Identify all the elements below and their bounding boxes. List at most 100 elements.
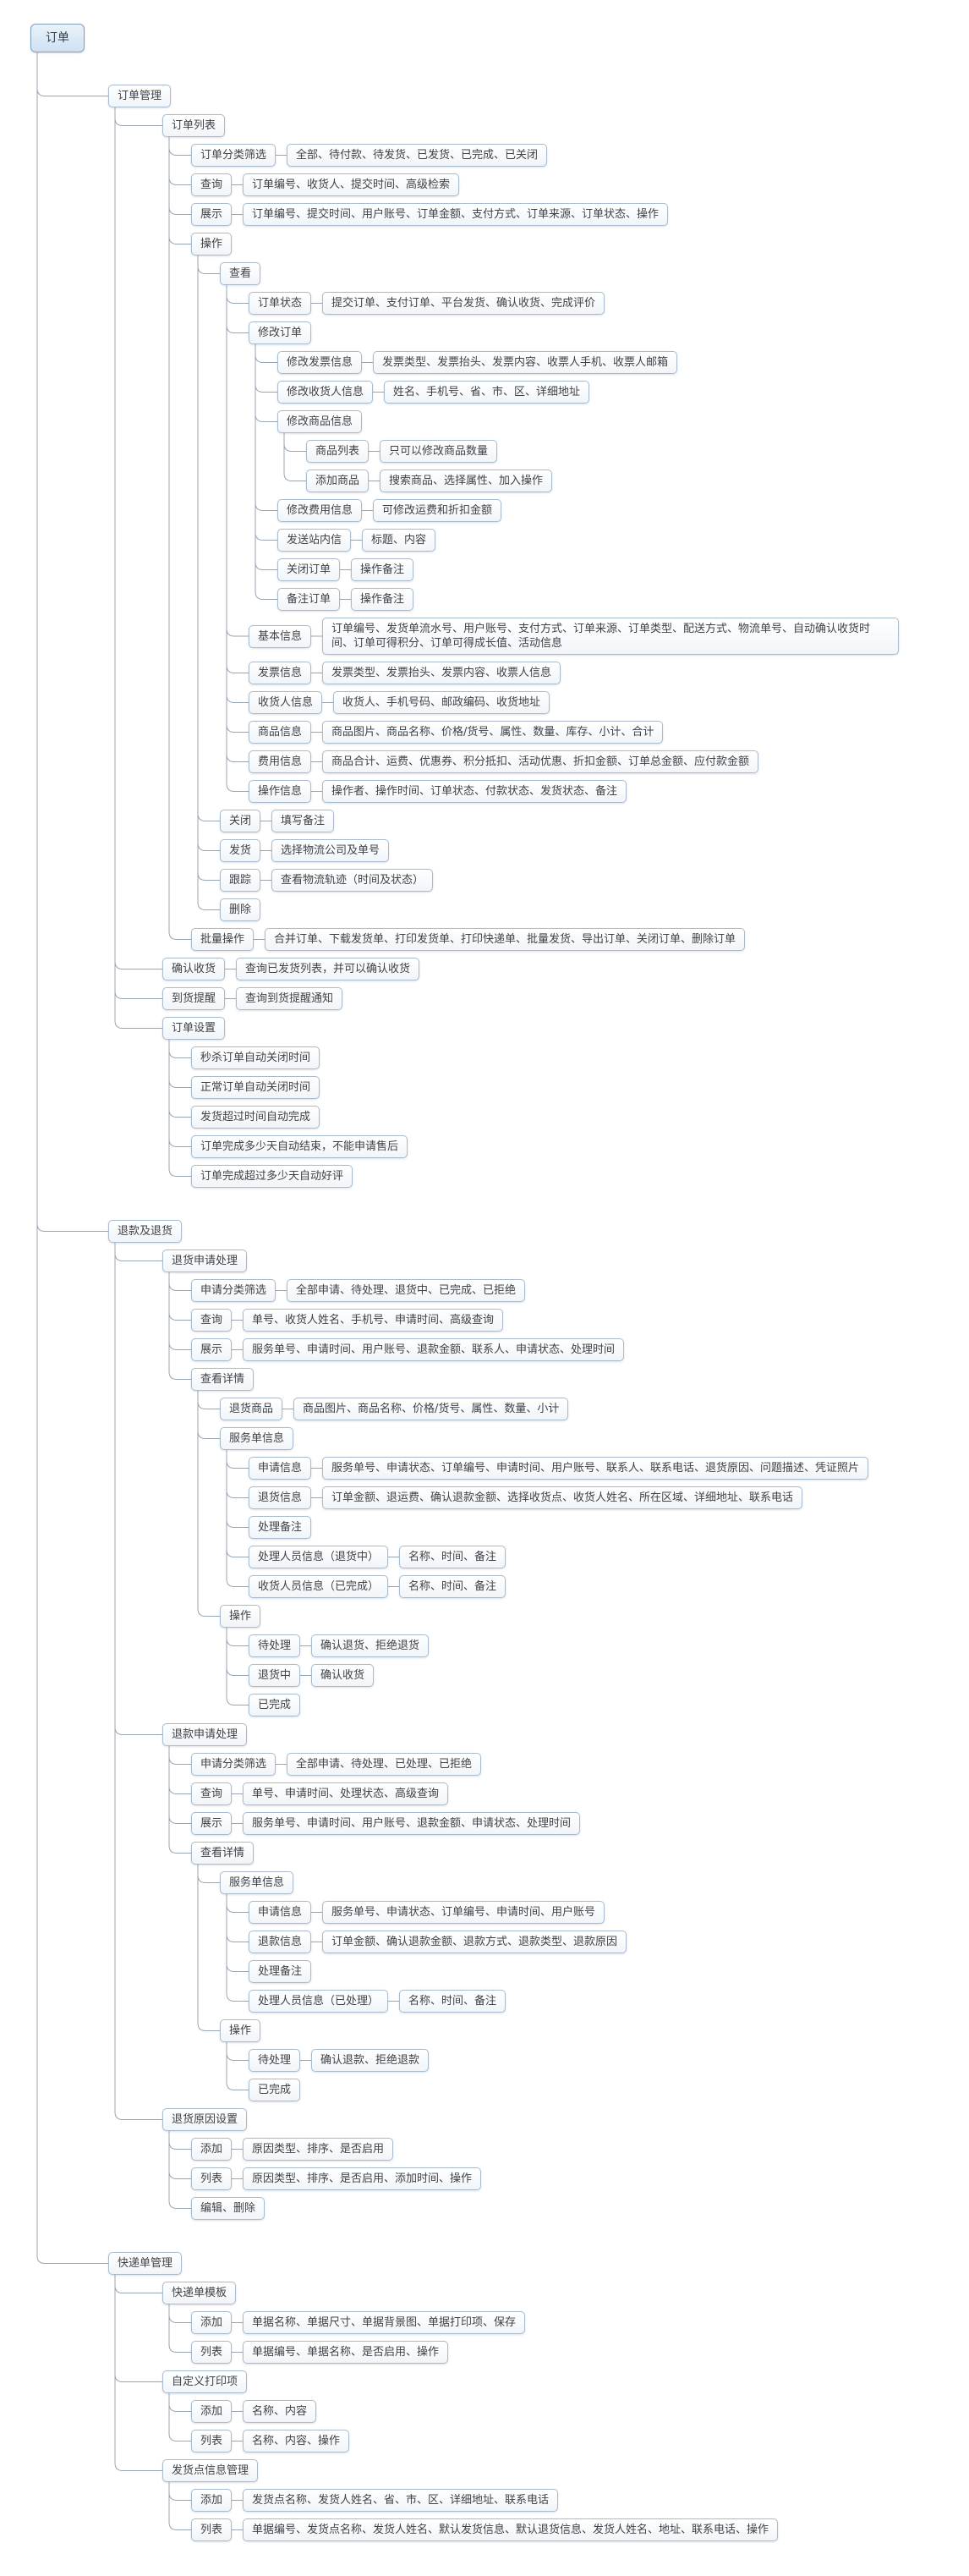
mindmap-topic-node[interactable]: 查看 <box>220 262 261 285</box>
mindmap-topic-node[interactable]: 操作 <box>220 1605 261 1628</box>
mindmap-topic-node[interactable]: 跟踪 <box>220 869 261 892</box>
mindmap-topic-node[interactable]: 待处理 <box>249 1634 301 1657</box>
mindmap-topic-node[interactable]: 费用信息 <box>249 750 312 773</box>
mindmap-topic-node[interactable]: 退款信息 <box>249 1931 312 1953</box>
mindmap-topic-node[interactable]: 退货信息 <box>249 1486 312 1509</box>
mindmap-detail-node[interactable]: 标题、内容 <box>362 529 436 552</box>
mindmap-detail-node[interactable]: 全部申请、待处理、退货中、已完成、已拒绝 <box>287 1279 526 1302</box>
mindmap-topic-node[interactable]: 服务单信息 <box>220 1427 294 1450</box>
mindmap-detail-node[interactable]: 已完成 <box>249 1694 301 1716</box>
mindmap-detail-node[interactable]: 发票类型、发票抬头、发票内容、收票人手机、收票人邮箱 <box>373 351 678 374</box>
mindmap-topic-node[interactable]: 操作 <box>191 233 233 255</box>
mindmap-topic-node[interactable]: 添加 <box>191 2400 233 2423</box>
mindmap-root-node[interactable]: 订单 <box>30 24 85 52</box>
mindmap-detail-node[interactable]: 商品图片、商品名称、价格/货号、属性、数量、库存、小计、合计 <box>322 721 664 744</box>
mindmap-detail-node[interactable]: 订单金额、退运费、确认退款金额、选择收货点、收货人姓名、所在区域、详细地址、联系… <box>322 1486 803 1509</box>
mindmap-topic-node[interactable]: 服务单信息 <box>220 1871 294 1894</box>
mindmap-topic-node[interactable]: 处理人员信息（退货中） <box>249 1546 389 1568</box>
mindmap-detail-node[interactable]: 查询到货提醒通知 <box>236 987 343 1010</box>
mindmap-topic-node[interactable]: 申请分类筛选 <box>191 1279 276 1302</box>
mindmap-topic-node[interactable]: 发货 <box>220 839 261 862</box>
mindmap-detail-node[interactable]: 发货超过时间自动完成 <box>191 1106 320 1129</box>
mindmap-detail-node[interactable]: 操作备注 <box>351 558 414 581</box>
mindmap-topic-node[interactable]: 展示 <box>191 203 233 226</box>
mindmap-detail-node[interactable]: 处理备注 <box>249 1960 312 1983</box>
mindmap-topic-node[interactable]: 操作信息 <box>249 780 312 803</box>
mindmap-topic-node[interactable]: 发票信息 <box>249 662 312 684</box>
mindmap-topic-node[interactable]: 退货中 <box>249 1664 301 1687</box>
mindmap-detail-node[interactable]: 名称、内容、操作 <box>243 2430 350 2452</box>
mindmap-topic-node[interactable]: 列表 <box>191 2518 233 2541</box>
mindmap-topic-node[interactable]: 关闭 <box>220 810 261 832</box>
mindmap-topic-node[interactable]: 列表 <box>191 2167 233 2190</box>
mindmap-topic-node[interactable]: 处理人员信息（已处理） <box>249 1990 389 2013</box>
mindmap-detail-node[interactable]: 合并订单、下载发货单、打印发货单、打印快递单、批量发货、导出订单、关闭订单、删除… <box>265 928 746 951</box>
mindmap-detail-node[interactable]: 发货点名称、发货人姓名、省、市、区、详细地址、联系电话 <box>243 2489 559 2512</box>
mindmap-detail-node[interactable]: 单号、申请时间、处理状态、高级查询 <box>243 1782 449 1805</box>
mindmap-detail-node[interactable]: 商品图片、商品名称、价格/货号、属性、数量、小计 <box>293 1398 569 1420</box>
mindmap-topic-node[interactable]: 修改发票信息 <box>277 351 363 374</box>
mindmap-detail-node[interactable]: 单号、收货人姓名、手机号、申请时间、高级查询 <box>243 1309 504 1332</box>
mindmap-detail-node[interactable]: 正常订单自动关闭时间 <box>191 1076 320 1099</box>
mindmap-detail-node[interactable]: 发票类型、发票抬头、发票内容、收票人信息 <box>322 662 561 684</box>
mindmap-detail-node[interactable]: 订单编号、收货人、提交时间、高级检索 <box>243 173 460 196</box>
mindmap-topic-node[interactable]: 商品信息 <box>249 721 312 744</box>
mindmap-topic-node[interactable]: 确认收货 <box>162 958 226 980</box>
mindmap-detail-node[interactable]: 单据编号、单据名称、是否启用、操作 <box>243 2341 449 2364</box>
mindmap-detail-node[interactable]: 服务单号、申请时间、用户账号、退款金额、联系人、申请状态、处理时间 <box>243 1338 625 1361</box>
mindmap-detail-node[interactable]: 订单金额、确认退款金额、退款方式、退款类型、退款原因 <box>322 1931 627 1953</box>
mindmap-detail-node[interactable]: 确认收货 <box>311 1664 375 1687</box>
mindmap-detail-node[interactable]: 服务单号、申请状态、订单编号、申请时间、用户账号 <box>322 1901 605 1924</box>
mindmap-topic-node[interactable]: 关闭订单 <box>277 558 341 581</box>
mindmap-topic-node[interactable]: 列表 <box>191 2341 233 2364</box>
mindmap-detail-node[interactable]: 提交订单、支付订单、平台发货、确认收货、完成评价 <box>322 292 605 315</box>
mindmap-topic-node[interactable]: 快递单模板 <box>162 2282 237 2304</box>
mindmap-topic-node[interactable]: 修改费用信息 <box>277 499 363 522</box>
mindmap-topic-node[interactable]: 展示 <box>191 1812 233 1835</box>
mindmap-detail-node[interactable]: 名称、时间、备注 <box>399 1990 506 2013</box>
mindmap-topic-node[interactable]: 添加 <box>191 2311 233 2334</box>
mindmap-detail-node[interactable]: 原因类型、排序、是否启用、添加时间、操作 <box>243 2167 482 2190</box>
mindmap-detail-node[interactable]: 服务单号、申请状态、订单编号、申请时间、用户账号、联系人、联系电话、退货原因、问… <box>322 1457 869 1480</box>
mindmap-topic-node[interactable]: 批量操作 <box>191 928 255 951</box>
mindmap-topic-node[interactable]: 查询 <box>191 173 233 196</box>
mindmap-topic-node[interactable]: 添加 <box>191 2138 233 2161</box>
mindmap-detail-node[interactable]: 名称、时间、备注 <box>399 1575 506 1598</box>
mindmap-detail-node[interactable]: 名称、时间、备注 <box>399 1546 506 1568</box>
mindmap-topic-node[interactable]: 快递单管理 <box>108 2252 183 2275</box>
mindmap-detail-node[interactable]: 全部申请、待处理、已处理、已拒绝 <box>287 1753 482 1776</box>
mindmap-topic-node[interactable]: 添加商品 <box>306 470 370 492</box>
mindmap-topic-node[interactable]: 发送站内信 <box>277 529 352 552</box>
mindmap-topic-node[interactable]: 修改商品信息 <box>277 410 363 433</box>
mindmap-topic-node[interactable]: 备注订单 <box>277 588 341 611</box>
mindmap-topic-node[interactable]: 查看详情 <box>191 1842 255 1865</box>
mindmap-detail-node[interactable]: 订单编号、提交时间、用户账号、订单金额、支付方式、订单来源、订单状态、操作 <box>243 203 669 226</box>
mindmap-topic-node[interactable]: 修改收货人信息 <box>277 381 374 404</box>
mindmap-topic-node[interactable]: 订单设置 <box>162 1017 226 1040</box>
mindmap-topic-node[interactable]: 收货人员信息（已完成） <box>249 1575 389 1598</box>
mindmap-topic-node[interactable]: 订单状态 <box>249 292 312 315</box>
mindmap-detail-node[interactable]: 查看物流轨迹（时间及状态） <box>271 869 434 892</box>
mindmap-topic-node[interactable]: 操作 <box>220 2019 261 2042</box>
mindmap-topic-node[interactable]: 申请分类筛选 <box>191 1753 276 1776</box>
mindmap-detail-node[interactable]: 订单编号、发货单流水号、用户账号、支付方式、订单来源、订单类型、配送方式、物流单… <box>322 618 899 655</box>
mindmap-topic-node[interactable]: 到货提醒 <box>162 987 226 1010</box>
mindmap-topic-node[interactable]: 申请信息 <box>249 1901 312 1924</box>
mindmap-detail-node[interactable]: 查询已发货列表，并可以确认收货 <box>236 958 420 980</box>
mindmap-detail-node[interactable]: 选择物流公司及单号 <box>271 839 390 862</box>
mindmap-topic-node[interactable]: 退款申请处理 <box>162 1723 248 1746</box>
mindmap-detail-node[interactable]: 编辑、删除 <box>191 2197 266 2220</box>
mindmap-topic-node[interactable]: 商品列表 <box>306 440 370 463</box>
mindmap-detail-node[interactable]: 确认退货、拒绝退货 <box>311 1634 430 1657</box>
mindmap-topic-node[interactable]: 申请信息 <box>249 1457 312 1480</box>
mindmap-topic-node[interactable]: 待处理 <box>249 2049 301 2072</box>
mindmap-detail-node[interactable]: 订单完成多少天自动结束，不能申请售后 <box>191 1135 408 1158</box>
mindmap-topic-node[interactable]: 收货人信息 <box>249 691 323 714</box>
mindmap-topic-node[interactable]: 退款及退货 <box>108 1220 183 1243</box>
mindmap-topic-node[interactable]: 退货原因设置 <box>162 2108 248 2131</box>
mindmap-topic-node[interactable]: 退货商品 <box>220 1398 283 1420</box>
mindmap-detail-node[interactable]: 订单完成超过多少天自动好评 <box>191 1165 353 1188</box>
mindmap-topic-node[interactable]: 订单分类筛选 <box>191 144 276 167</box>
mindmap-topic-node[interactable]: 查询 <box>191 1782 233 1805</box>
mindmap-topic-node[interactable]: 查看详情 <box>191 1368 255 1391</box>
